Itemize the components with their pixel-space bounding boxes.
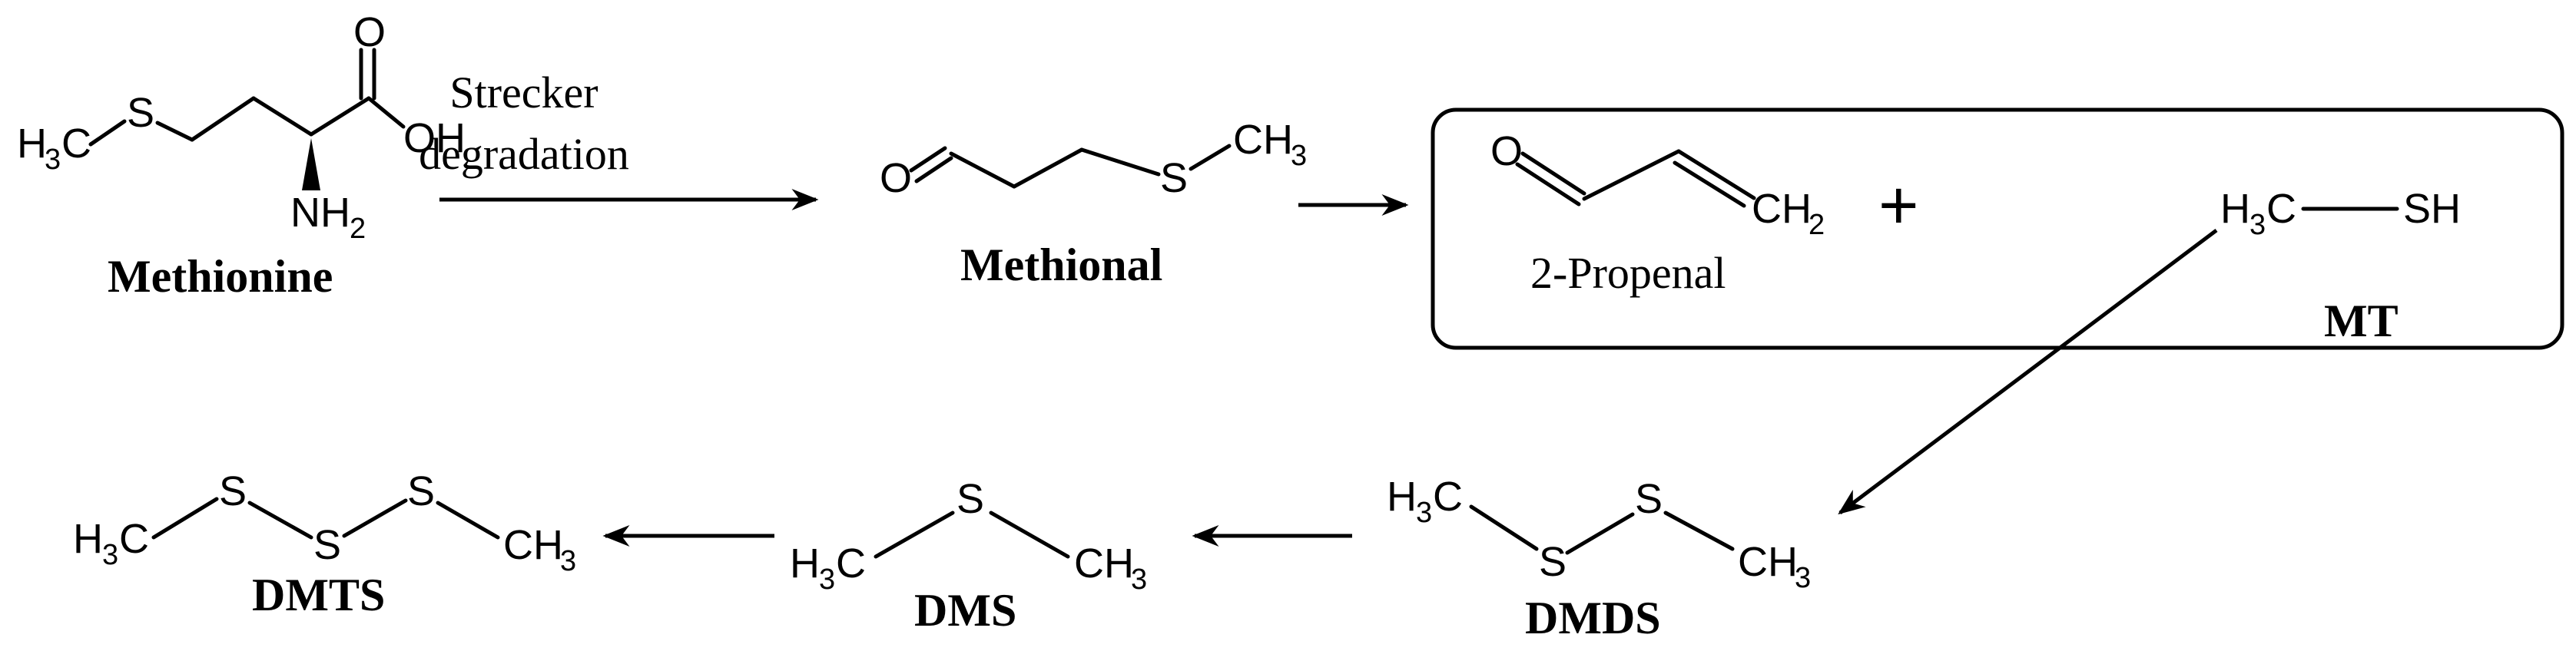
propenal-ch: CH [1752,186,1812,232]
label-dmts: DMTS [252,570,385,620]
methional-bond-4 [1189,144,1232,171]
mt-structure: H 3 C SH MT [2220,186,2461,346]
methional-bond-3 [1079,147,1161,177]
label-methional: Methional [960,240,1162,290]
methionine-amine-sub: 2 [350,213,366,245]
label-mt: MT [2324,296,2399,346]
methionine-hydroxyl: OH [403,115,466,161]
methional-co-bond-a [909,146,947,173]
methionine-bond-1 [88,119,127,147]
methionine-bond-2 [155,121,194,142]
dmds-structure: H 3 C S S CH 3 DMDS [1387,474,1811,643]
dmts-sulfur-3: S [407,468,435,514]
dmds-bond-2 [1663,511,1735,551]
label-propenal: 2-Propenal [1530,248,1726,298]
dms-bond-1 [874,511,955,559]
propenal-cc-bond-b [1673,160,1746,208]
label-dmds: DMDS [1525,593,1661,643]
dms-c: C [836,540,866,587]
dmts-bond-2 [436,501,500,540]
dms-h-sub: 3 [819,563,835,596]
methionine-h3c-sub: 3 [45,144,61,176]
dms-ch-sub: 3 [1131,563,1147,596]
mt-h-sub: 3 [2249,209,2266,241]
methional-structure: O S CH 3 Methional [880,117,1307,290]
methional-ch: CH [1233,117,1293,163]
methional-bond-1 [949,151,1016,189]
label-methionine: Methionine [108,251,333,302]
methional-sulfur: S [1160,155,1188,201]
methionine-amine-nh: NH [290,190,350,236]
methional-bond-2 [1012,147,1084,189]
dmts-ch: CH [503,522,563,568]
dmts-ss-bond-2 [342,498,408,538]
dms-bond-2 [989,511,1070,559]
methionine-h3c-h: H [17,121,47,167]
dmds-ss-bond [1565,512,1635,555]
dmts-sulfur-2: S [313,522,341,568]
dmds-sulfur-2: S [1635,476,1663,522]
dmds-ch: CH [1738,539,1798,585]
arrow-mt-to-dmds [1838,229,2218,515]
dmts-h: H [73,516,103,562]
methionine-structure: H 3 C S O OH NH 2 Methionine [17,9,466,302]
propenal-bond-1 [1582,149,1681,201]
methionine-sulfur: S [127,90,154,136]
dmds-sulfur-1: S [1539,539,1566,585]
plus-sign: + [1878,167,1919,244]
dmds-h: H [1387,474,1417,520]
methionine-h3c-c: C [61,121,91,167]
methionine-wedge-bond [302,138,320,190]
dmts-structure: H 3 C S S S CH 3 DMTS [73,468,576,620]
products-box [1431,107,2564,350]
dmts-c: C [119,516,149,562]
dmds-bond-1 [1469,504,1539,551]
mt-sh: SH [2403,186,2461,232]
methionine-carbonyl-o: O [353,9,386,55]
dmts-bond-1 [151,497,219,540]
dmds-c: C [1433,474,1463,520]
propenal-oxygen: O [1490,128,1523,174]
methional-oxygen: O [880,155,912,201]
propenal-co-bond-b [1515,162,1581,207]
methionine-bond-4 [251,96,313,137]
dmds-h-sub: 3 [1416,497,1432,529]
dmts-ch-sub: 3 [560,545,576,577]
methionine-oh-bond [366,96,406,129]
propenal-cc-bond-a [1676,149,1756,200]
strecker-label-line1: Strecker [449,68,598,117]
dms-ch: CH [1074,540,1134,587]
strecker-arrow-group: Strecker degradation [419,68,819,210]
dmds-ch-sub: 3 [1795,562,1811,594]
dmts-sulfur-1: S [219,468,247,514]
propenal-co-bond-a [1520,151,1586,196]
methional-co-bond-b [914,156,953,183]
dms-structure: H 3 C S CH 3 DMS [790,476,1147,636]
dmts-ss-bond-1 [247,501,313,540]
methionine-bond-3 [190,96,256,142]
dms-h: H [790,540,820,587]
mt-h: H [2220,186,2250,232]
dmts-h-sub: 3 [102,539,118,571]
dms-sulfur: S [956,476,984,522]
mt-c: C [2266,186,2296,232]
propenal-structure: O CH 2 2-Propenal [1490,128,1825,298]
strecker-label-line2: degradation [419,129,629,179]
methionine-bond-5 [309,96,371,137]
label-dms: DMS [914,585,1016,636]
methional-ch-sub: 3 [1291,140,1307,172]
propenal-ch-sub: 2 [1809,209,1825,241]
